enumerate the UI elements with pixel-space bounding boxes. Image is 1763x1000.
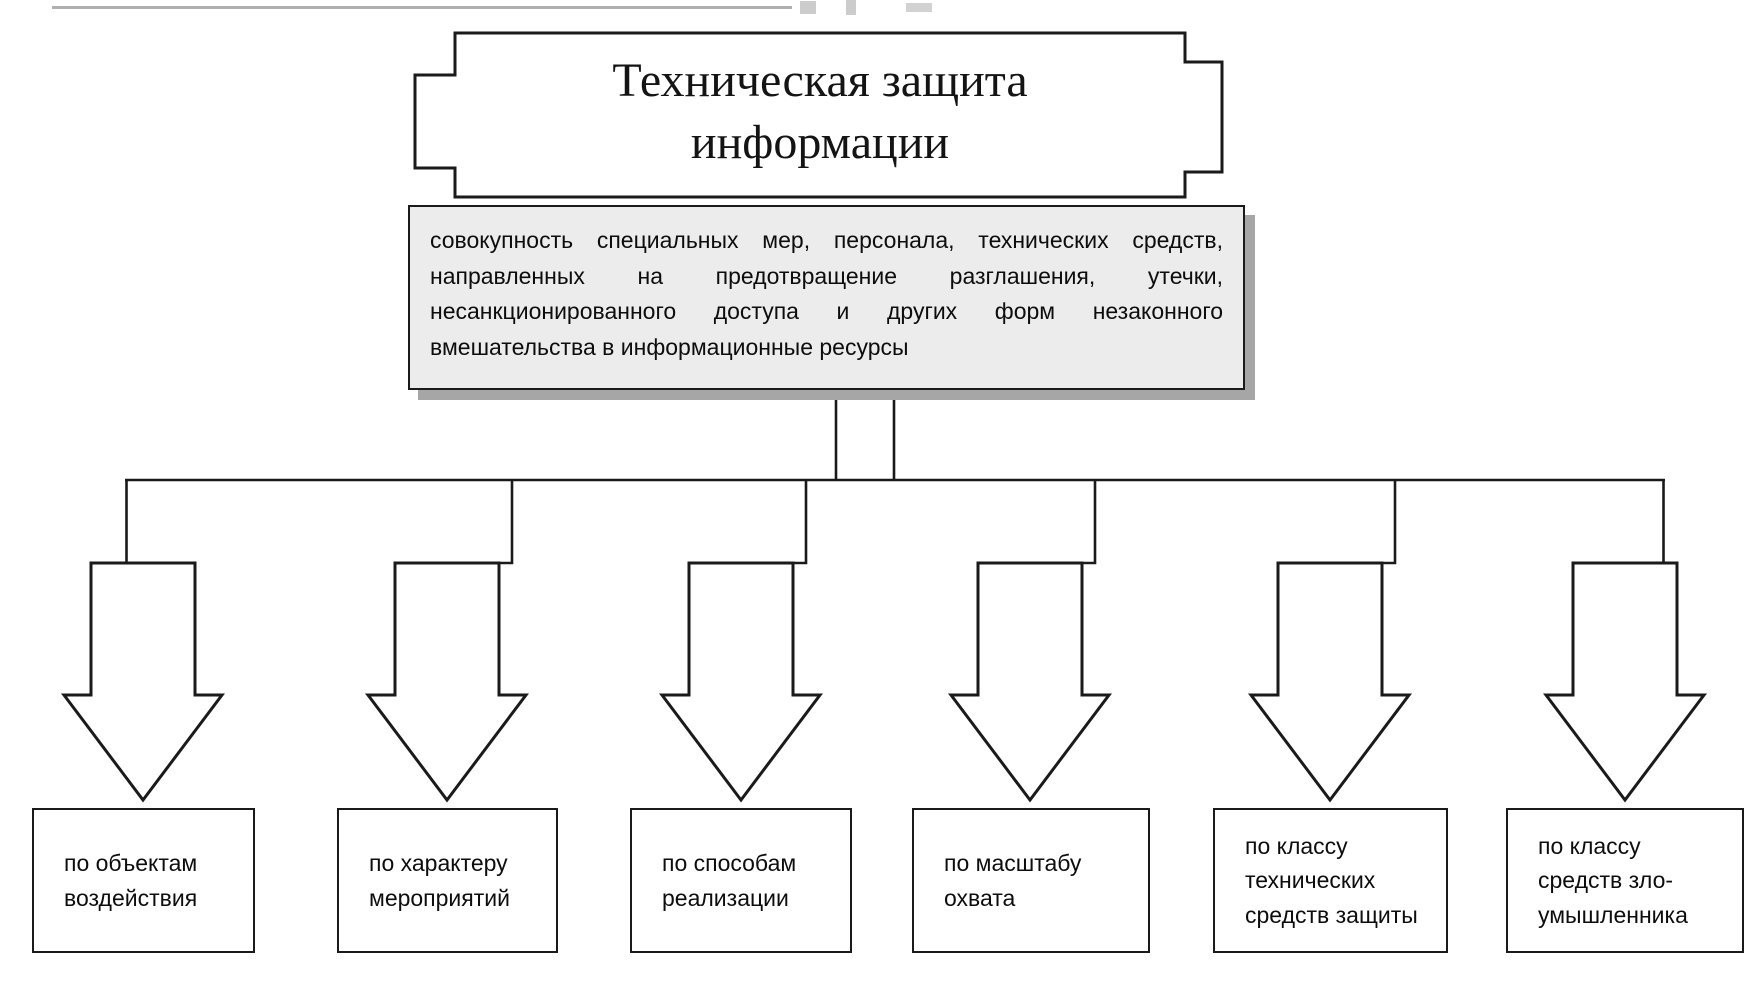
category-box-class-of-protection-means: по классу технических средств защиты xyxy=(1213,808,1448,953)
diagram-title: Техническая защита информации xyxy=(612,54,1028,170)
elbow-connector-arrow-5 xyxy=(1330,480,1397,565)
category-label: по способам реализации xyxy=(662,850,797,911)
elbow-connector-arrow-4 xyxy=(1030,480,1097,565)
elbow-connector-arrow-2 xyxy=(447,480,514,565)
scan-artifact-speck xyxy=(906,3,932,12)
category-box-objects-of-impact: по объектам воздействия xyxy=(32,808,255,953)
scan-artifact-speck xyxy=(800,1,816,14)
down-arrow-3 xyxy=(658,561,824,803)
category-label: по масштабу охвата xyxy=(944,850,1082,911)
category-box-scale-of-coverage: по масштабу охвата xyxy=(912,808,1150,953)
down-arrow-1 xyxy=(60,561,226,803)
category-label: по классу технических средств защиты xyxy=(1245,832,1418,928)
category-box-class-of-intruder-means: по классу средств зло- умышленника xyxy=(1506,808,1744,953)
definition-text: совокупность специальных мер, персонала,… xyxy=(430,227,1223,360)
down-arrow-2 xyxy=(364,561,530,803)
scan-artifact-speck xyxy=(846,0,856,15)
category-label: по классу средств зло- умышленника xyxy=(1538,832,1688,928)
down-arrow-4 xyxy=(947,561,1113,803)
category-label: по характеру мероприятий xyxy=(369,850,510,911)
scan-artifact-line xyxy=(52,6,792,9)
definition-box: совокупность специальных мер, персонала,… xyxy=(408,205,1245,390)
down-arrow-6 xyxy=(1542,561,1708,803)
category-box-nature-of-measures: по характеру мероприятий xyxy=(337,808,558,953)
elbow-connector-arrow-3 xyxy=(741,480,808,565)
category-box-methods-of-implementation: по способам реализации xyxy=(630,808,852,953)
category-label: по объектам воздействия xyxy=(64,850,198,911)
down-arrow-5 xyxy=(1247,561,1413,803)
title-plaque-shape xyxy=(413,31,1224,199)
